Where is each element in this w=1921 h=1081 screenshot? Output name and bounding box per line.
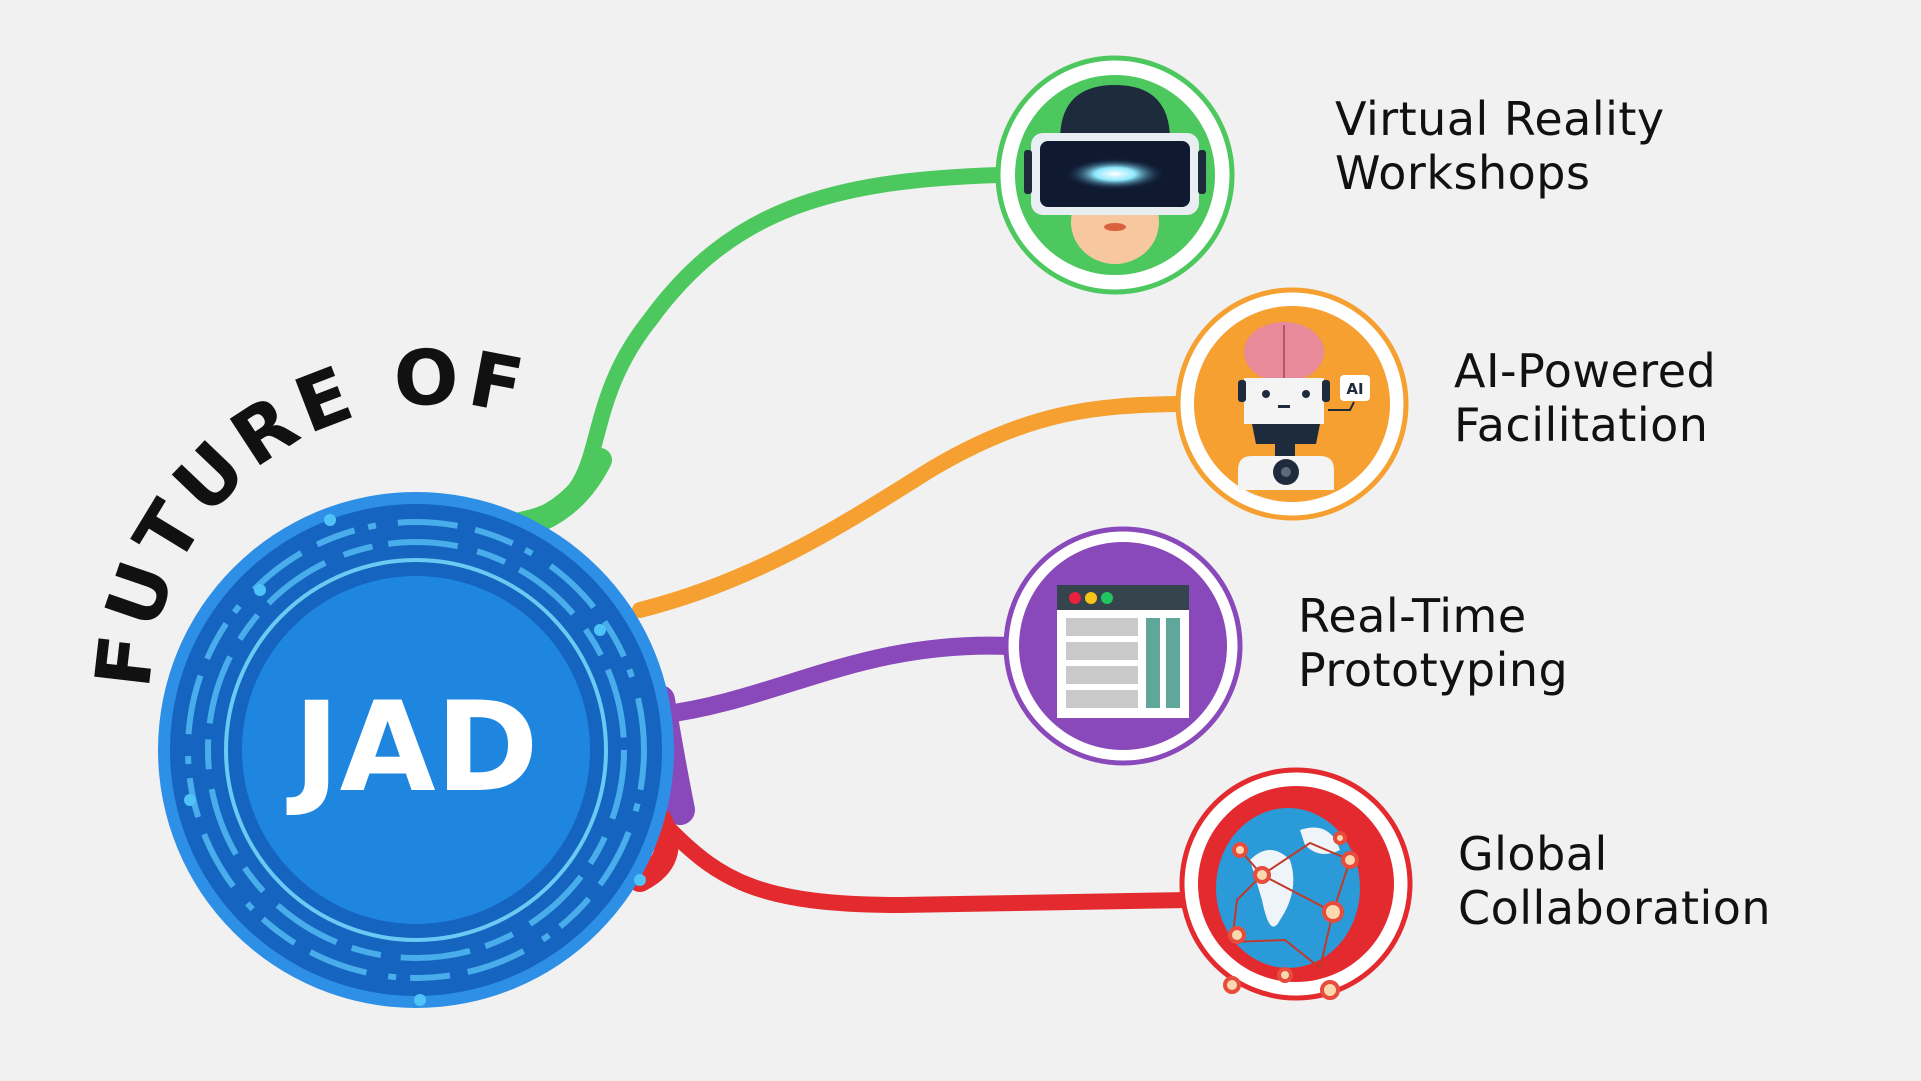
ai-robot-icon: AI xyxy=(1238,322,1370,490)
globe-network-icon xyxy=(1216,808,1360,1000)
node-global[interactable] xyxy=(1179,767,1413,1001)
label-proto-line2: Prototyping xyxy=(1298,643,1569,697)
connector-ai xyxy=(632,396,1188,618)
connector-global xyxy=(662,822,1198,914)
label-global: Global Collaboration xyxy=(1458,827,1771,935)
center-title: JAD xyxy=(286,676,538,820)
label-global-line2: Collaboration xyxy=(1458,881,1772,935)
connector-global-fillet xyxy=(628,808,679,892)
vr-headset-icon xyxy=(1024,85,1206,264)
label-ai-line1: AI-Powered xyxy=(1454,344,1717,398)
label-proto-line1: Real-Time xyxy=(1298,589,1527,643)
label-global-line1: Global xyxy=(1458,827,1608,881)
node-vr[interactable] xyxy=(995,55,1235,295)
connector-proto xyxy=(651,636,1019,724)
label-vr-line1: Virtual Reality xyxy=(1335,92,1665,146)
browser-wireframe-icon xyxy=(1057,585,1189,718)
node-ai[interactable]: AI xyxy=(1175,287,1409,521)
label-ai-line2: Facilitation xyxy=(1454,398,1709,452)
label-vr: Virtual Reality Workshops xyxy=(1335,92,1665,200)
label-proto: Real-Time Prototyping xyxy=(1298,589,1568,697)
label-ai: AI-Powered Facilitation xyxy=(1454,344,1716,452)
ai-badge: AI xyxy=(1346,380,1363,398)
node-proto[interactable] xyxy=(1003,526,1243,766)
center-jad-badge: JAD xyxy=(158,492,674,1008)
label-vr-line2: Workshops xyxy=(1335,146,1591,200)
